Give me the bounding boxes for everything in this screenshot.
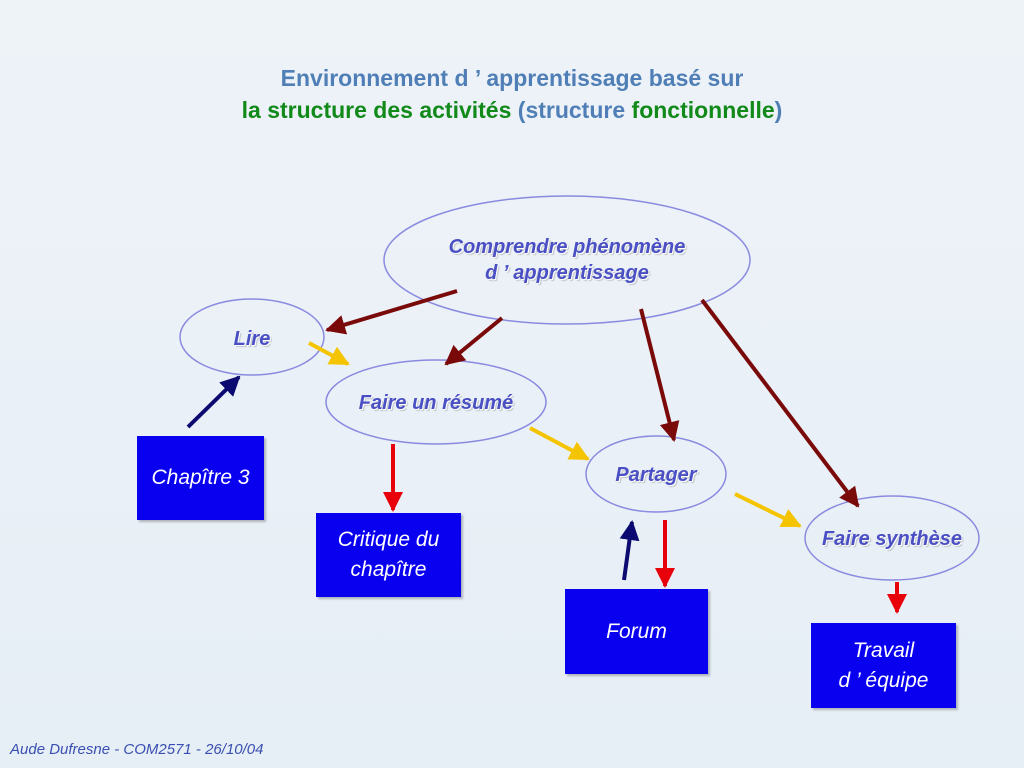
title-line-2-part-1: la structure des activités [241,97,512,123]
box-travail: Travail d ’ équipe [811,623,956,708]
node-comprendre-line-1: Comprendre phénomène [448,236,686,258]
node-comprendre-ellipse [383,195,751,325]
title-line-2-part-3: fonctionnelle [631,97,775,123]
arrow-partager-to-synthese [734,492,802,528]
slide-footer: Aude Dufresne - COM2571 - 26/10/04 [10,741,264,758]
box-chapitre: Chapître 3 [137,436,264,520]
arrow-resume-to-partager [529,426,590,461]
box-travail-line-2: d ’ équipe [838,668,929,692]
title-line-1: Environnement d ’ apprentissage basé sur [0,62,1024,94]
node-lire-label: Lire [233,328,271,350]
title-line-2-part-2: (structure [517,97,626,123]
node-partager-ellipse [585,435,727,513]
node-faire-synthese-label: Faire synthèse [821,528,963,550]
node-partager-label: Partager [615,464,697,486]
box-critique-text: Critique du chapître [338,525,440,585]
title-line-2-part-4: ) [774,97,783,123]
node-faire-resume-ellipse [325,359,547,445]
node-faire-synthese-ellipse [804,495,980,581]
arrow-comprendre-to-partager [639,308,680,442]
box-critique-line-1: Critique du [337,528,440,551]
box-travail-line-1: Travail [852,638,915,662]
slide-title: Environnement d ’ apprentissage basé sur… [0,62,1024,126]
title-line-2: la structure des activités (structure fo… [0,94,1024,126]
arrow-forum-to-partager [619,520,640,581]
node-lire-ellipse [179,298,325,376]
arrow-lire-to-resume [308,341,350,366]
box-critique: Critique du chapître [316,513,461,597]
title-line-1-text: Environnement d ’ apprentissage basé sur [280,65,744,91]
node-comprendre-label: Comprendre phénomène d ’ apprentissage [384,234,750,286]
arrow-chapitre-to-lire [186,375,241,429]
box-chapitre-label: Chapître 3 [151,466,250,489]
node-faire-resume-label: Faire un résumé [358,392,514,414]
node-comprendre-line-2: d ’ apprentissage [485,262,649,284]
arrow-comprendre-to-synthese [700,298,860,508]
box-critique-line-2: chapître [350,558,427,581]
box-forum: Forum [565,589,708,674]
arrow-comprendre-to-resume [444,316,504,366]
arrow-comprendre-to-lire [325,289,458,335]
box-forum-label: Forum [606,619,667,643]
box-travail-text: Travail d ’ équipe [839,636,929,696]
